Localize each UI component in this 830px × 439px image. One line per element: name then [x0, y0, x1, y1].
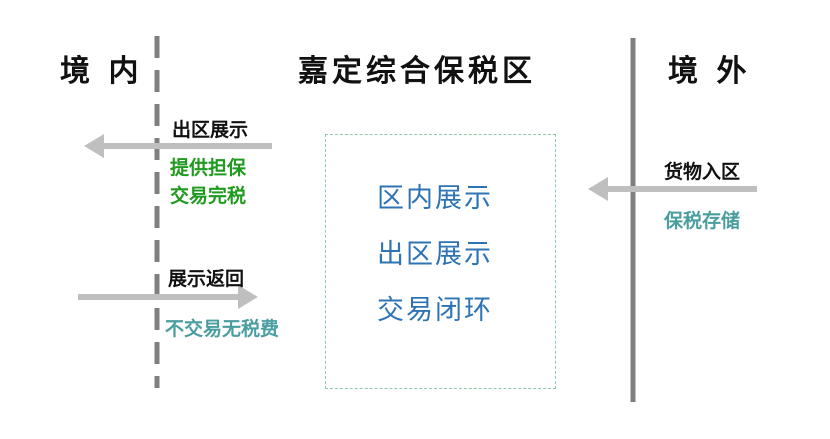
center-line-zone-display: 区内展示: [377, 183, 493, 214]
return-display-arrow: [78, 285, 258, 309]
heading-outside: 境 外: [668, 54, 751, 89]
heading-zone: 嘉定综合保税区: [298, 54, 536, 89]
goods-entry-arrow: [588, 177, 757, 201]
exit-display-note-guarantee: 提供担保: [170, 157, 247, 179]
center-box: [325, 134, 556, 389]
center-line-exit-display: 出区展示: [377, 239, 493, 270]
goods-entry-label: 货物入区: [664, 161, 741, 183]
return-display-note: 不交易无税费: [165, 318, 280, 340]
center-line-closed-loop: 交易闭环: [377, 295, 493, 326]
exit-display-arrow: [84, 134, 272, 158]
exit-display-note-tax: 交易完税: [170, 185, 247, 207]
heading-inside: 境 内: [60, 54, 143, 89]
goods-entry-note: 保税存储: [664, 210, 741, 232]
exit-display-label: 出区展示: [172, 119, 249, 141]
return-display-label: 展示返回: [168, 268, 245, 290]
